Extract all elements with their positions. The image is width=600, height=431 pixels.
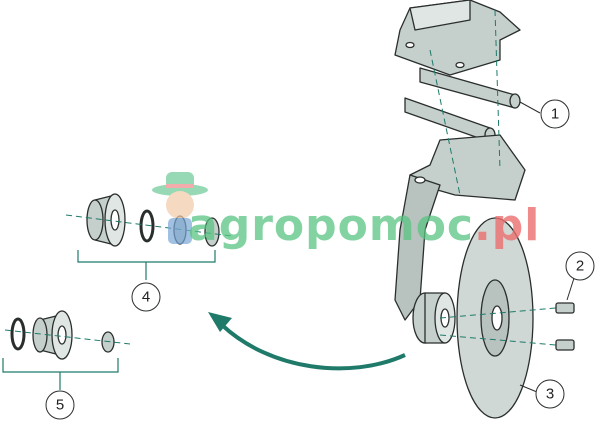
callout-2: 2 [565, 251, 595, 281]
toothed-disc [456, 217, 534, 419]
callout-4: 4 [131, 282, 161, 312]
hub-assembly-5 [10, 310, 115, 360]
arm-bracket [394, 134, 526, 321]
direction-arrow [208, 312, 406, 371]
assembly-axes [4, 9, 557, 346]
pins [404, 67, 521, 143]
callout-5: 5 [45, 390, 75, 420]
callout-1: 1 [540, 99, 570, 129]
arm-hub [412, 292, 456, 344]
leader-lines [519, 101, 576, 393]
watermark: agropomoc.pl [188, 200, 540, 251]
group-brackets [2, 250, 216, 390]
watermark-mascot [152, 172, 208, 244]
watermark-suffix: .pl [474, 200, 541, 251]
bolts [555, 302, 575, 351]
callout-label: 4 [142, 289, 150, 306]
callout-label: 1 [551, 106, 559, 123]
callout-3: 3 [535, 379, 565, 409]
callout-label: 2 [576, 258, 584, 275]
watermark-text: agropomoc [188, 200, 474, 251]
callout-label: 5 [56, 397, 64, 414]
top-bracket [394, 0, 521, 76]
callout-label: 3 [546, 386, 554, 403]
